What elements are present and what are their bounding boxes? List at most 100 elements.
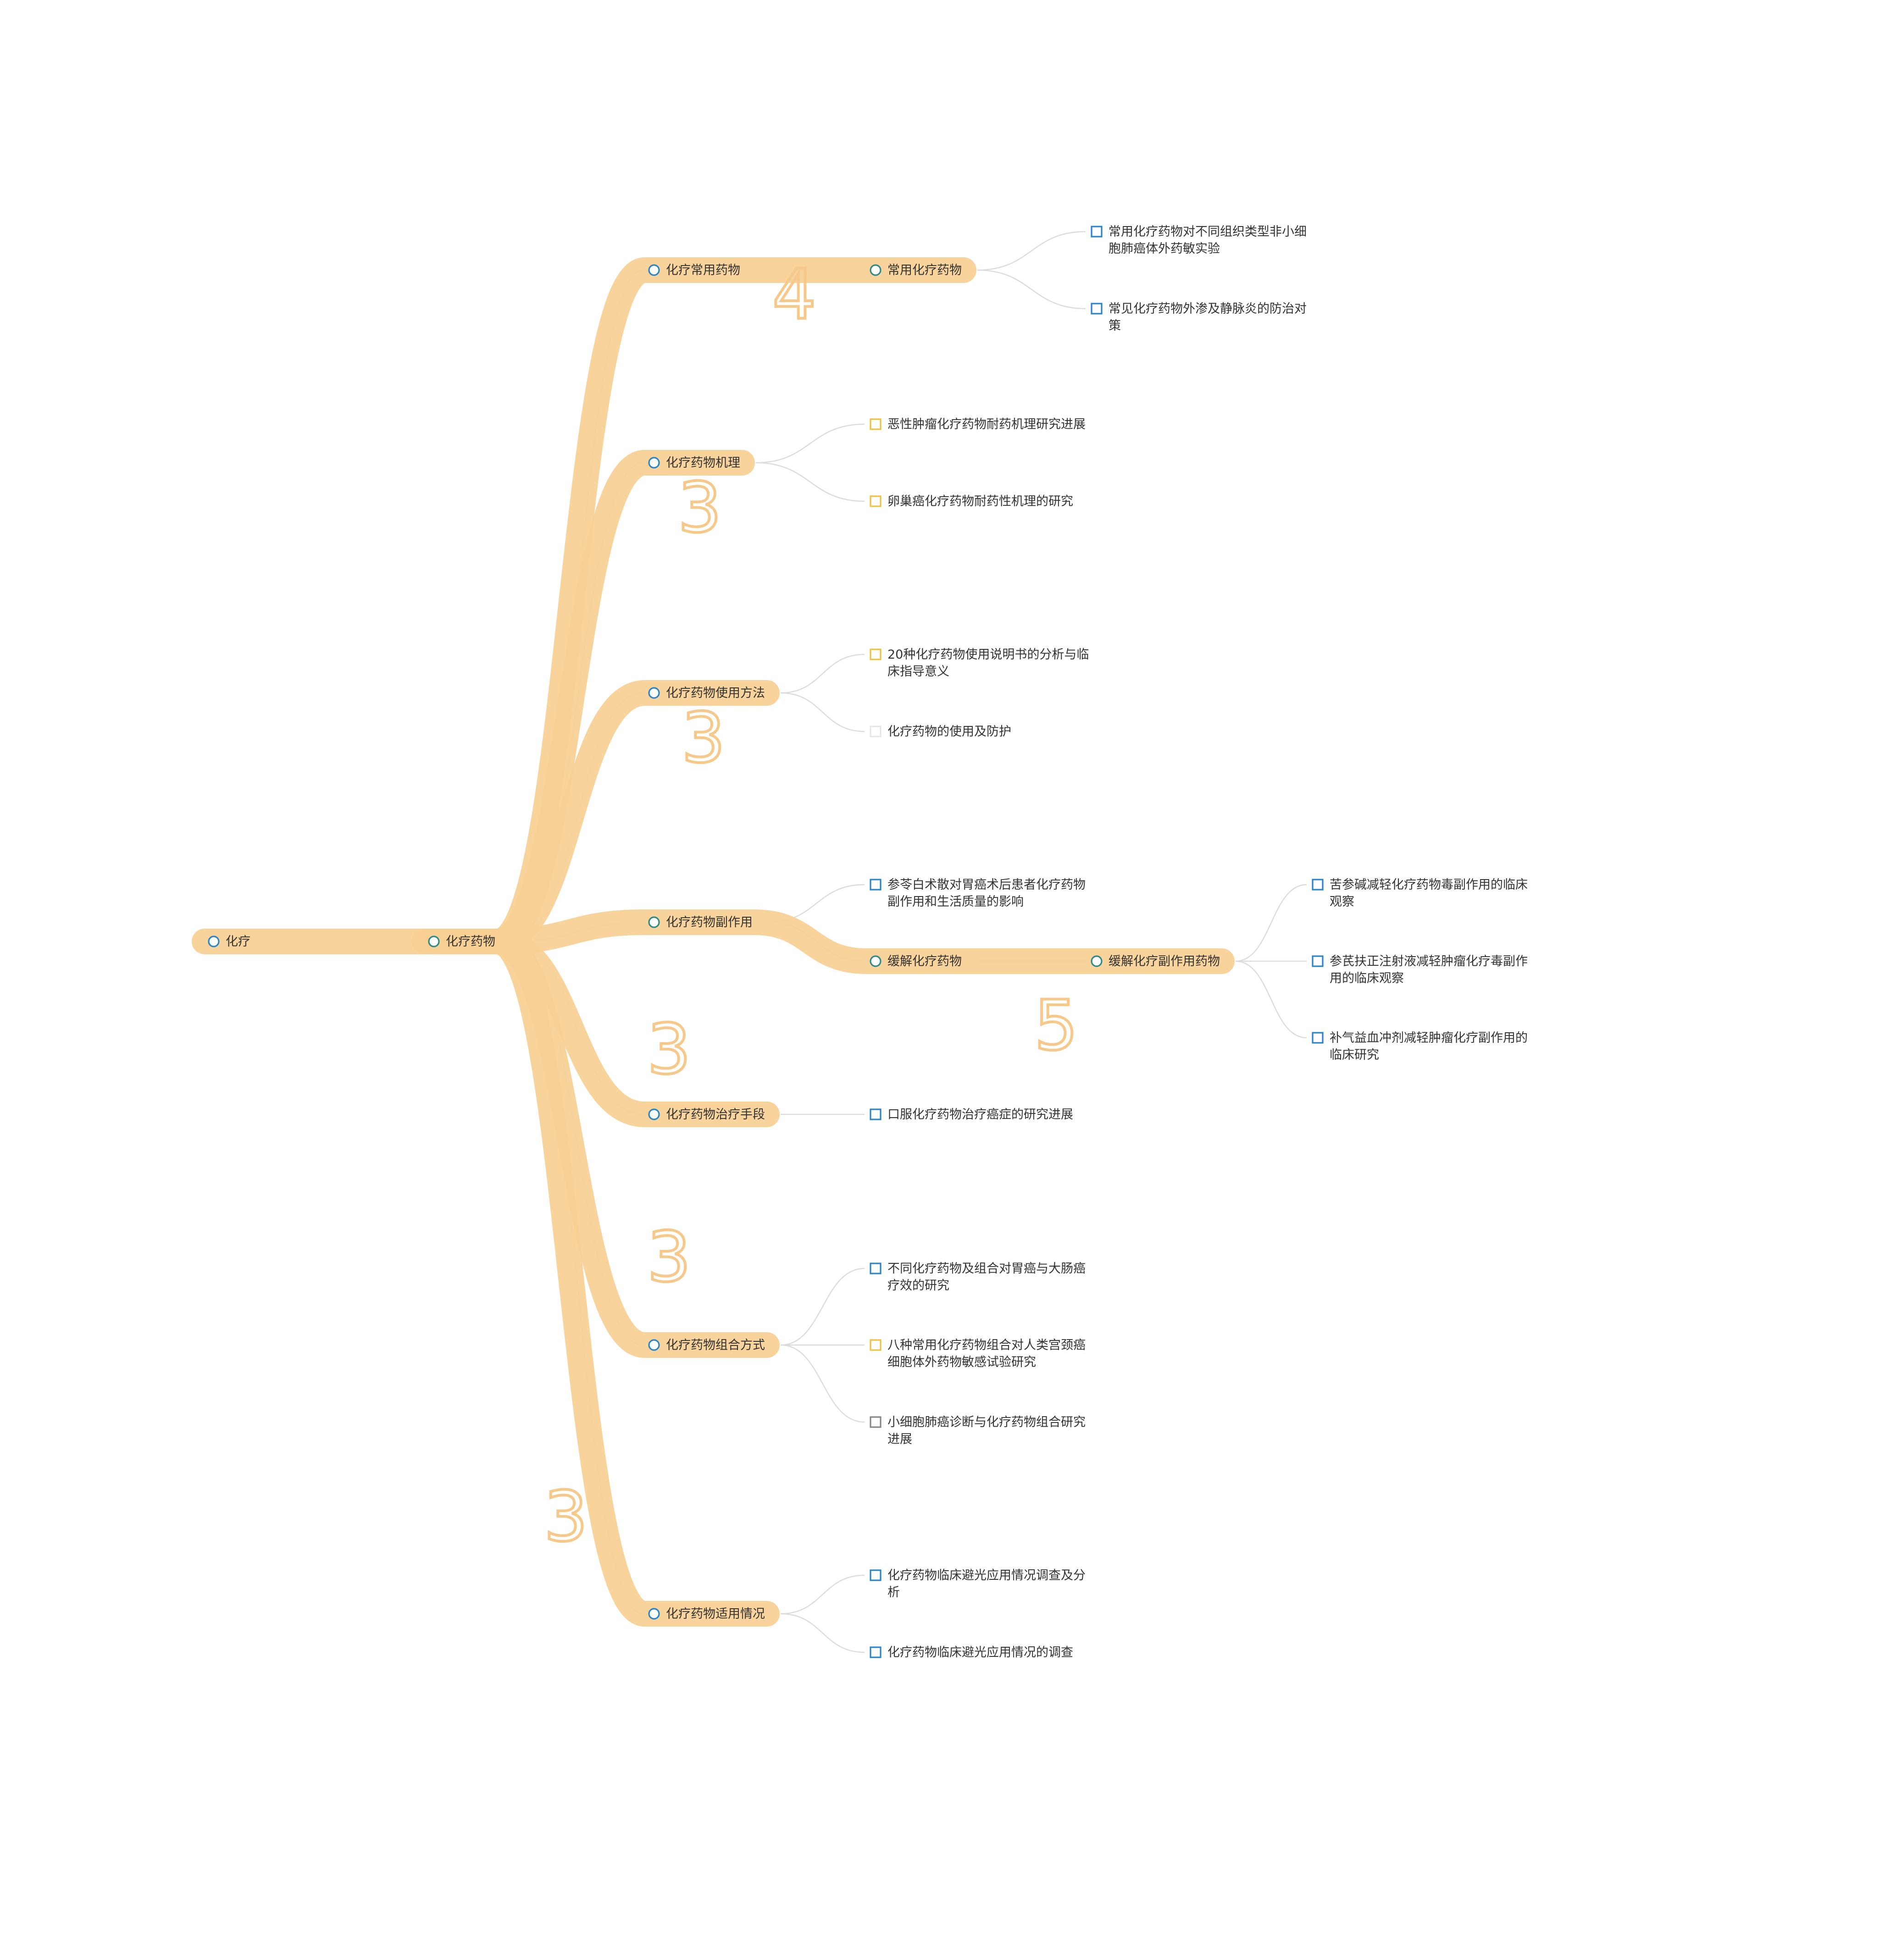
- node-label: 临床研究: [1330, 1048, 1379, 1062]
- node-label: 缓解化疗副作用药物: [1109, 954, 1220, 969]
- node-t_l1[interactable]: 口服化疗药物治疗癌症的研究进展: [870, 1107, 1073, 1122]
- node-label: 进展: [887, 1432, 912, 1446]
- highlight-path-6: [412, 929, 780, 1358]
- highlight-path-4: [412, 909, 1235, 974]
- node-label: 化疗药物组合方式: [666, 1338, 765, 1352]
- circle-node-icon: [1091, 955, 1103, 967]
- node-label: 20种化疗药物使用说明书的分析与临: [887, 648, 1089, 662]
- circle-node-icon: [648, 1608, 660, 1620]
- node-label: 细胞体外药物敏感试验研究: [887, 1355, 1036, 1369]
- node-label: 参苓白术散对胃癌术后患者化疗药物: [887, 878, 1086, 892]
- node-label: 观察: [1330, 895, 1354, 909]
- node-label: 不同化疗药物及组合对胃癌与大肠癌: [887, 1262, 1086, 1276]
- node-label: 常用化疗药物对不同组织类型非小细: [1109, 225, 1307, 239]
- node-label: 化疗药物临床避光应用情况调查及分: [887, 1568, 1086, 1583]
- node-label: 卵巢癌化疗药物耐药性机理的研究: [887, 494, 1073, 509]
- highlight-path-5: [412, 929, 780, 1127]
- circle-node-icon: [648, 264, 660, 276]
- node-label: 恶性肿瘤化疗药物耐药机理研究进展: [887, 417, 1086, 432]
- node-label: 胞肺癌体外药敏实验: [1109, 242, 1220, 256]
- circle-node-icon: [648, 1339, 660, 1351]
- node-label: 缓解化疗药物: [887, 954, 962, 969]
- link-relieve2-r_l3: [1235, 960, 1307, 1039]
- node-relieve2[interactable]: 缓解化疗副作用药物: [1091, 954, 1220, 969]
- link-usage-u_l2: [780, 692, 865, 732]
- node-label: 口服化疗药物治疗癌症的研究进展: [887, 1107, 1073, 1122]
- node-layer: 化疗 化疗药物 化疗常用药物化疗药物机理化疗药物使用方法化疗药物副作用化疗药物治疗手…: [208, 225, 1528, 1660]
- square-node-icon: [1312, 955, 1324, 967]
- square-node-icon: [870, 725, 882, 737]
- node-root[interactable]: 化疗: [208, 935, 250, 949]
- node-a_l2[interactable]: 化疗药物临床避光应用情况的调查: [870, 1645, 1073, 1660]
- node-label: 用的临床观察: [1330, 971, 1404, 986]
- node-label: 化疗药物副作用: [666, 915, 753, 930]
- count-annotation-common: 4: [772, 255, 816, 335]
- link-combo-co_l1: [780, 1268, 865, 1346]
- node-label: 化疗药物: [446, 935, 495, 949]
- node-label: 补气益血冲剂减轻肿瘤化疗副作用的: [1330, 1031, 1528, 1045]
- node-label: 化疗药物使用方法: [666, 686, 765, 700]
- node-side[interactable]: 化疗药物副作用: [648, 915, 753, 930]
- count-annotation-means: 3: [647, 1010, 691, 1090]
- link-common2-c_l2: [977, 269, 1086, 310]
- link-apply-a_l1: [780, 1574, 865, 1615]
- node-label: 策: [1109, 319, 1121, 333]
- circle-node-icon: [648, 916, 660, 928]
- count-annotation-mech: 3: [678, 468, 721, 548]
- node-relieve[interactable]: 缓解化疗药物: [870, 954, 962, 969]
- node-label: 苦参碱减轻化疗药物毒副作用的临床: [1330, 878, 1528, 892]
- node-mech[interactable]: 化疗药物机理: [648, 456, 740, 470]
- link-apply-a_l2: [780, 1613, 865, 1653]
- node-m_l2[interactable]: 卵巢癌化疗药物耐药性机理的研究: [870, 494, 1073, 509]
- node-label: 化疗药物机理: [666, 456, 740, 470]
- link-common2-c_l1: [977, 231, 1086, 271]
- square-node-icon: [870, 1416, 882, 1428]
- highlight-path-1: [412, 257, 976, 954]
- square-node-icon: [870, 1569, 882, 1581]
- square-node-icon: [870, 1646, 882, 1658]
- node-drugs[interactable]: 化疗药物: [428, 935, 495, 949]
- node-label: 疗效的研究: [887, 1279, 949, 1293]
- node-label: 化疗药物治疗手段: [666, 1107, 765, 1122]
- count-annotation-relieve: 5: [1034, 986, 1078, 1066]
- node-label: 化疗药物临床避光应用情况的调查: [887, 1645, 1073, 1660]
- node-m_l1[interactable]: 恶性肿瘤化疗药物耐药机理研究进展: [870, 417, 1086, 432]
- link-combo-co_l3: [780, 1344, 865, 1423]
- node-label: 床指导意义: [887, 664, 949, 679]
- link-mech-m_l2: [755, 462, 865, 502]
- link-relieve2-r_l1: [1235, 884, 1307, 962]
- circle-node-icon: [870, 264, 882, 276]
- node-means[interactable]: 化疗药物治疗手段: [648, 1107, 765, 1122]
- node-usage[interactable]: 化疗药物使用方法: [648, 686, 765, 700]
- node-label: 小细胞肺癌诊断与化疗药物组合研究: [887, 1415, 1086, 1429]
- node-label: 化疗: [226, 935, 250, 949]
- circle-node-icon: [208, 936, 220, 947]
- node-u_l2[interactable]: 化疗药物的使用及防护: [870, 725, 1011, 739]
- square-node-icon: [870, 495, 882, 507]
- circle-node-icon: [648, 1108, 660, 1120]
- highlight-layer: [192, 257, 1235, 1627]
- node-apply[interactable]: 化疗药物适用情况: [648, 1607, 765, 1621]
- node-common2[interactable]: 常用化疗药物: [870, 263, 962, 277]
- square-node-icon: [1312, 879, 1324, 891]
- circle-node-icon: [428, 936, 440, 947]
- square-node-icon: [870, 879, 882, 891]
- count-annotation-usage: 3: [682, 698, 725, 778]
- node-label: 化疗常用药物: [666, 263, 740, 277]
- node-combo[interactable]: 化疗药物组合方式: [648, 1338, 765, 1352]
- highlight-path-7: [412, 929, 780, 1627]
- node-common[interactable]: 化疗常用药物: [648, 263, 740, 277]
